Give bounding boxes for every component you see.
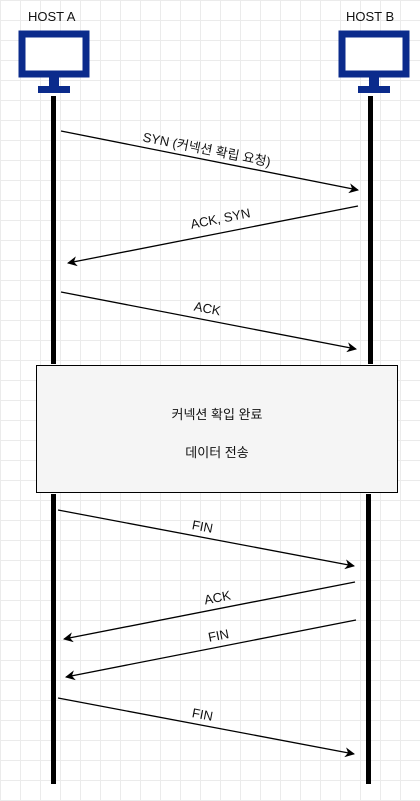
data-transfer-text: 데이터 전송 [185, 445, 249, 460]
message-arrow [57, 697, 355, 758]
connection-established-text: 커넥션 확입 완료 [171, 407, 263, 422]
message-arrow [60, 291, 357, 353]
host-b-lifeline [368, 96, 373, 364]
message-label: FIN [206, 625, 230, 645]
message-arrow [60, 130, 359, 194]
message-arrow [57, 509, 355, 570]
message-label: FIN [190, 704, 214, 724]
monitor-icon [18, 30, 90, 93]
message-arrow [65, 619, 357, 681]
message-arrow [63, 581, 356, 643]
host-b-lifeline [366, 494, 371, 784]
host-a-lifeline [51, 494, 56, 784]
message-label: FIN [190, 516, 214, 536]
host-a-label: HOST A [28, 9, 76, 24]
host-a-lifeline [51, 96, 56, 364]
connection-status-box: 커넥션 확입 완료 데이터 전송 [36, 365, 398, 493]
monitor-icon [338, 30, 410, 93]
message-arrow [67, 205, 359, 267]
host-b-label: HOST B [346, 9, 395, 24]
